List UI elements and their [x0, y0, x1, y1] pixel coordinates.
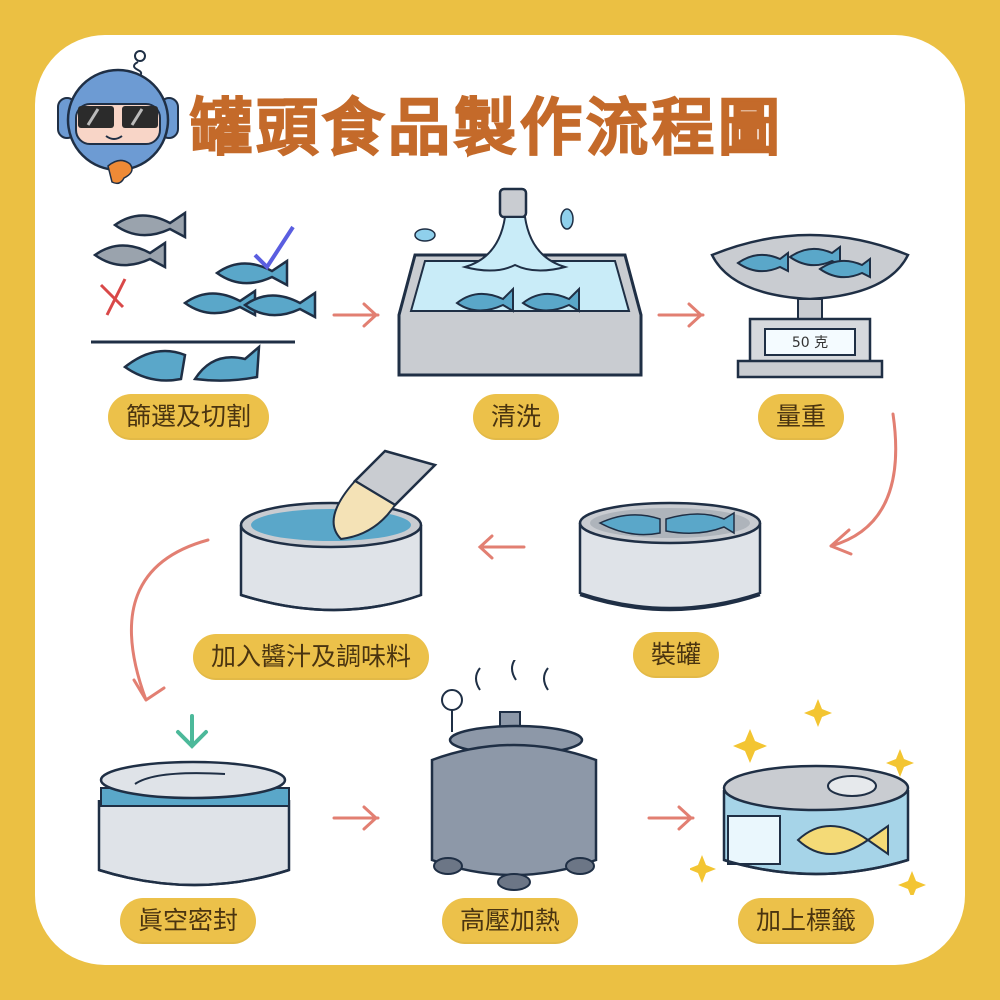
mascot-icon	[57, 50, 179, 185]
arrow-right-icon	[332, 302, 380, 328]
step-label-sorting: 篩選及切割	[108, 394, 270, 440]
step-label-labeling: 加上標籤	[738, 898, 875, 944]
step-label-seasoning: 加入醬汁及調味料	[193, 634, 430, 680]
page-title: 罐頭食品製作流程圖	[189, 90, 785, 165]
sparkle-icon	[690, 699, 926, 895]
scale-readout: 50 克	[791, 335, 829, 351]
arrow-left-icon	[477, 534, 526, 560]
arrow-curve-icon	[129, 538, 210, 702]
down-arrow-icon	[176, 714, 208, 749]
filled-can-icon	[578, 501, 762, 612]
step-label-weighing: 量重	[758, 394, 845, 440]
arrow-right-icon	[647, 805, 695, 831]
sealed-can-icon	[97, 760, 291, 887]
arrow-right-icon	[657, 302, 705, 328]
step-label-washing: 清洗	[473, 394, 560, 440]
washing-sink-icon	[397, 187, 643, 377]
arrow-right-icon	[332, 805, 380, 831]
step-label-pressure-heating: 高壓加熱	[442, 898, 579, 944]
labeled-can-icon	[722, 764, 910, 876]
step-label-vacuum-seal: 眞空密封	[120, 898, 257, 944]
seasoning-can-icon	[239, 449, 438, 612]
arrow-curve-icon	[829, 412, 898, 556]
weighing-scale-icon	[710, 233, 910, 379]
pressure-cooker-icon	[430, 660, 598, 891]
fish-sorting-icon	[91, 210, 317, 382]
step-label-canning: 裝罐	[633, 632, 720, 678]
